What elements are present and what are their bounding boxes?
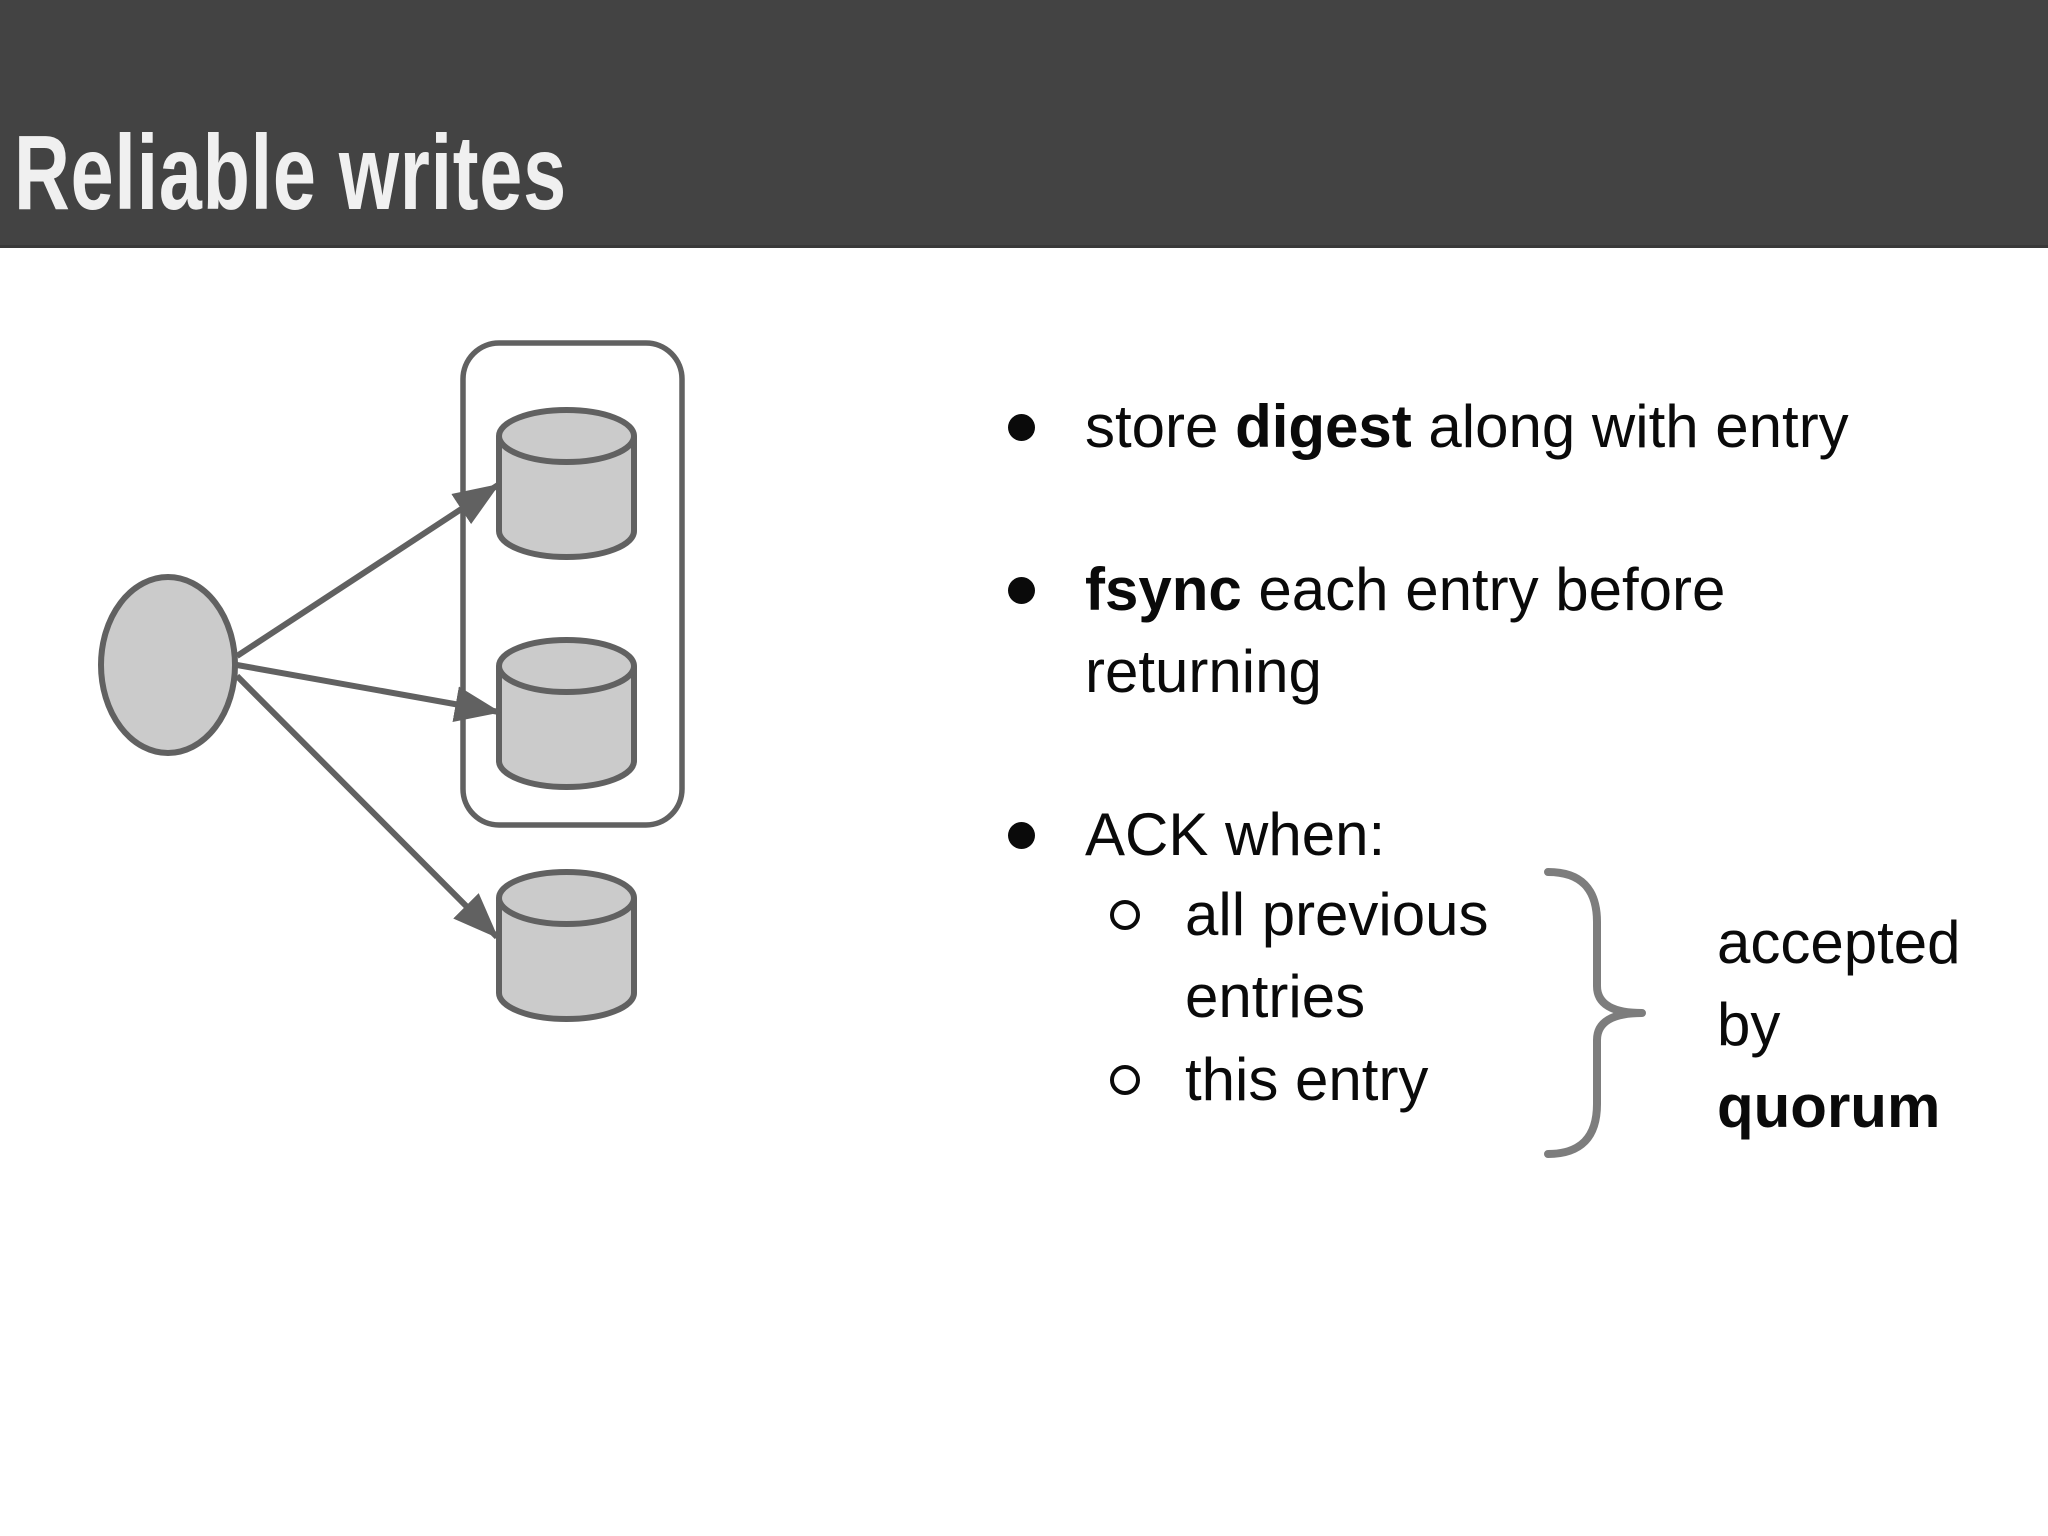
sub-bullet-this-entry: this entry [1185,1046,1429,1113]
bullet-1-pre: store [1085,393,1236,460]
bullet-1-post: along with entry [1411,393,1849,460]
brace-annotation-line-2: by [1717,991,1781,1058]
sub-bullet-circle-2 [1110,1065,1140,1095]
page-title: Reliable writes [14,114,567,232]
sub-bullet-all-previous-entries: all previous entries [1185,881,1489,1030]
sub-bullet-circle-1 [1110,900,1140,930]
bullet-fsync: fsync each entry before returning [1085,549,1885,713]
brace-annotation: accepted by quorum [1717,902,1961,1148]
brace-annotation-line-1: accepted [1717,909,1961,976]
bullet-ack-when: ACK when: [1085,801,1386,868]
bullet-dot-3 [1008,822,1035,849]
client-ellipse-shape [98,574,238,756]
bullet-dot-2 [1008,577,1035,604]
bookie-cylinder-1 [496,407,637,560]
write-arrow-1 [235,482,500,659]
title-bar: Reliable writes [0,0,2048,248]
quorum-brace [1544,868,1646,1158]
write-arrow-3 [234,673,500,940]
bullet-1-bold: digest [1235,393,1412,460]
bullet-dot-1 [1008,414,1035,441]
bookie-cylinder-2 [496,637,637,790]
bullet-2-post: each entry before returning [1085,556,1726,705]
write-arrow-2 [236,662,501,722]
brace-annotation-line-3: quorum [1717,1073,1941,1140]
quorum-group-box [460,340,685,828]
bookie-cylinder-3 [496,869,637,1022]
bullet-2-bold: fsync [1085,556,1242,623]
bullet-store-digest: store digest along with entry [1085,386,1849,468]
